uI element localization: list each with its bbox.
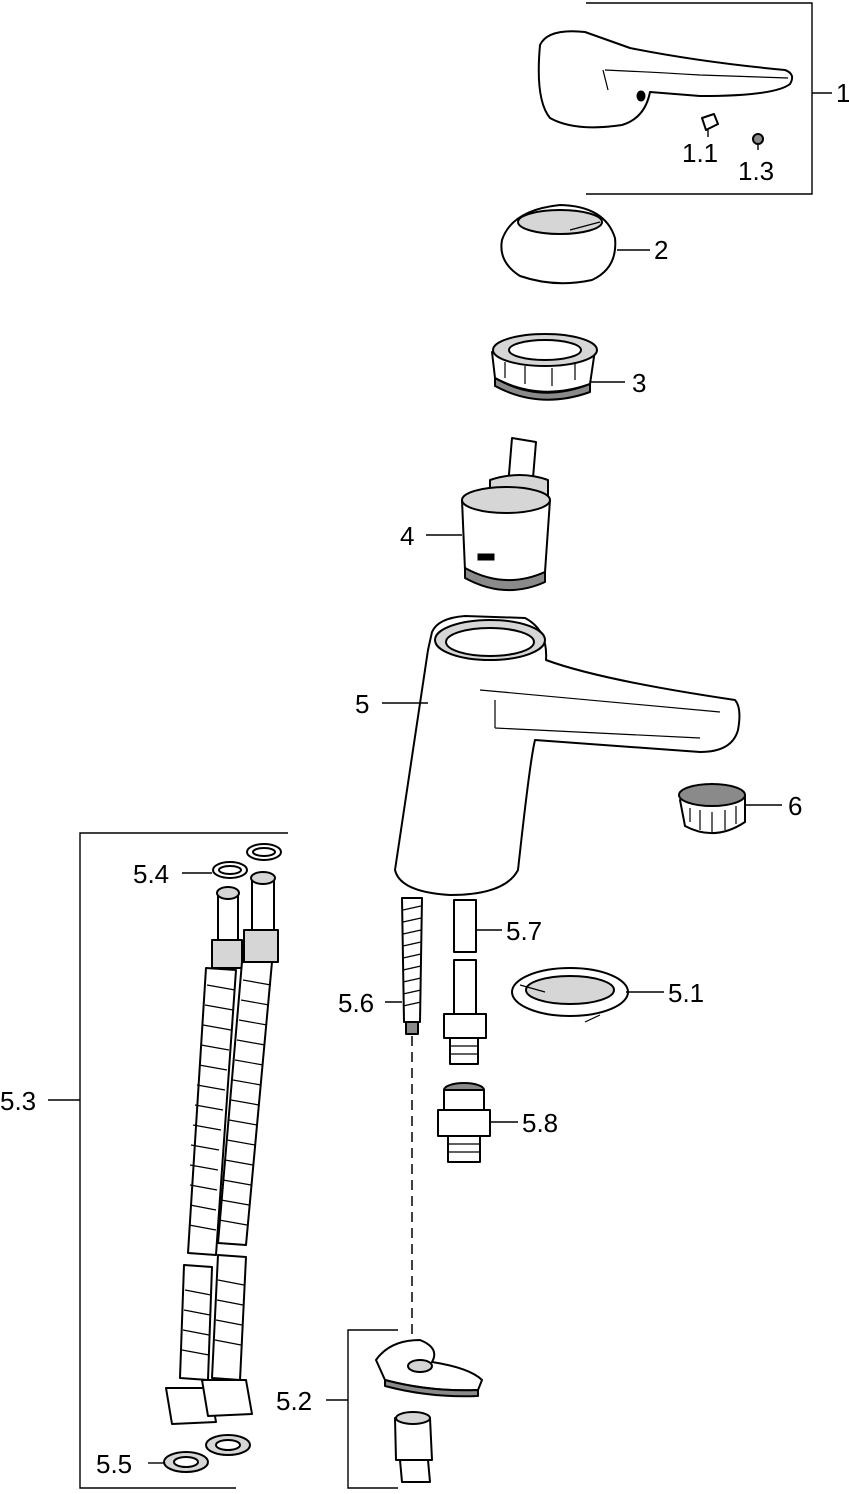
- part-2-cover-cap: [500, 204, 617, 285]
- label-3: 3: [632, 368, 646, 398]
- label-5-1: 5.1: [668, 978, 704, 1008]
- label-5-5: 5.5: [96, 1449, 132, 1479]
- label-5-3: 5.3: [0, 1086, 36, 1116]
- part-5-5-sealing-washers: [163, 1434, 251, 1473]
- part-4-cartridge: [461, 437, 551, 591]
- label-4: 4: [400, 521, 414, 551]
- part-5-2-fixing-kit: [375, 1339, 483, 1483]
- label-5-2: 5.2: [276, 1386, 312, 1416]
- part-5-4-o-rings: [212, 843, 282, 879]
- label-1-3: 1.3: [738, 156, 774, 186]
- part-5-1-washer: [511, 967, 629, 1023]
- label-5-7: 5.7: [506, 916, 542, 946]
- label-5-8: 5.8: [522, 1108, 558, 1138]
- label-1-1: 1.1: [682, 138, 718, 168]
- part-5-tap-body: [394, 615, 741, 896]
- part-5-3-bracket: [48, 832, 288, 1489]
- part-5-2-bracket: [326, 1329, 398, 1489]
- part-1-lever-handle: [537, 30, 794, 129]
- label-5-4: 5.4: [133, 859, 169, 889]
- part-1-3-plug: [752, 133, 764, 145]
- part-6-aerator: [678, 783, 746, 835]
- part-1-bracket: [586, 2, 832, 195]
- part-1-1-grub-screw: [701, 113, 719, 131]
- part-5-3-flexible-hoses: [165, 871, 279, 1425]
- label-5-6: 5.6: [338, 988, 374, 1018]
- label-6: 6: [788, 791, 802, 821]
- label-2: 2: [654, 235, 668, 265]
- part-5-6-threaded-rod: [401, 897, 423, 1035]
- part-5-8-adapter: [437, 1082, 491, 1163]
- part-5-7-supply-pipe: [443, 899, 487, 1065]
- label-1: 1: [836, 78, 849, 108]
- label-5: 5: [355, 689, 369, 719]
- part-3-cartridge-nut: [491, 333, 598, 401]
